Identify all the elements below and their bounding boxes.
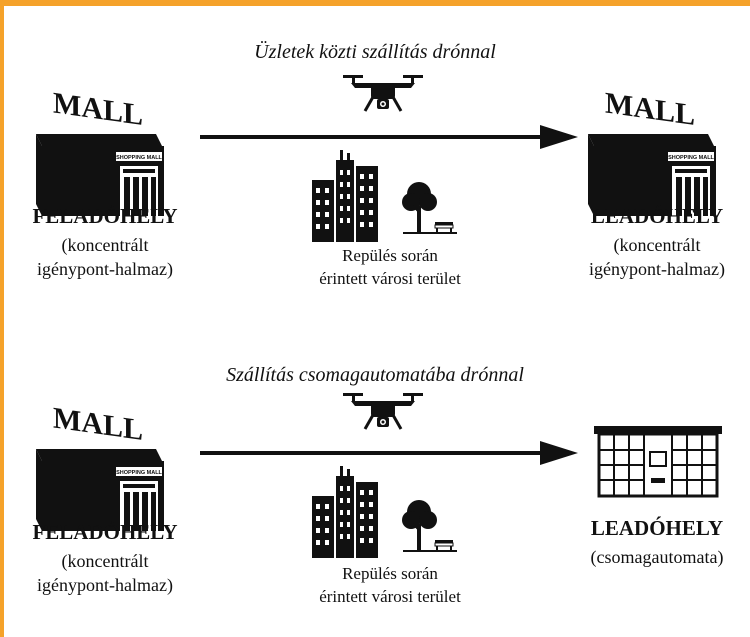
origin-label: FELADÓHELY — [32, 204, 178, 228]
scenario-title-store-to-store: Üzletek közti szállítás drónnal — [254, 41, 496, 63]
drone-icon — [341, 391, 425, 431]
origin-sub1: (koncentrált — [61, 551, 149, 571]
mall-building-icon — [36, 85, 164, 217]
tree-bench-icon — [401, 181, 458, 235]
destination-sub1: (csomagautomata) — [590, 547, 724, 567]
destination-sub2: igénypont-halmaz) — [589, 259, 725, 279]
origin-sub2: igénypont-halmaz) — [37, 575, 173, 595]
destination-label: LEADÓHELY — [590, 516, 724, 540]
flight-area-line2: érintett városi terület — [319, 587, 461, 606]
flight-area-line1: Repülés során — [342, 564, 438, 583]
drone-icon — [341, 73, 425, 113]
origin-label: FELADÓHELY — [32, 520, 178, 544]
city-buildings-icon — [312, 466, 378, 558]
parcel-locker-icon — [594, 426, 722, 498]
flight-arrow — [200, 125, 578, 149]
destination-label: LEADÓHELY — [590, 204, 724, 228]
mall-building-icon — [36, 400, 164, 531]
flight-area-line2: érintett városi terület — [319, 269, 461, 288]
origin-sub2: igénypont-halmaz) — [37, 259, 173, 279]
flight-arrow — [200, 441, 578, 465]
city-buildings-icon — [312, 150, 378, 242]
mall-building-icon — [588, 85, 716, 217]
flight-area-line1: Repülés során — [342, 246, 438, 265]
scenario-title-to-parcel-locker: Szállítás csomagautomatába drónnal — [226, 364, 524, 386]
origin-sub1: (koncentrált — [61, 235, 149, 255]
tree-bench-icon — [401, 499, 458, 553]
destination-sub1: (koncentrált — [613, 235, 701, 255]
